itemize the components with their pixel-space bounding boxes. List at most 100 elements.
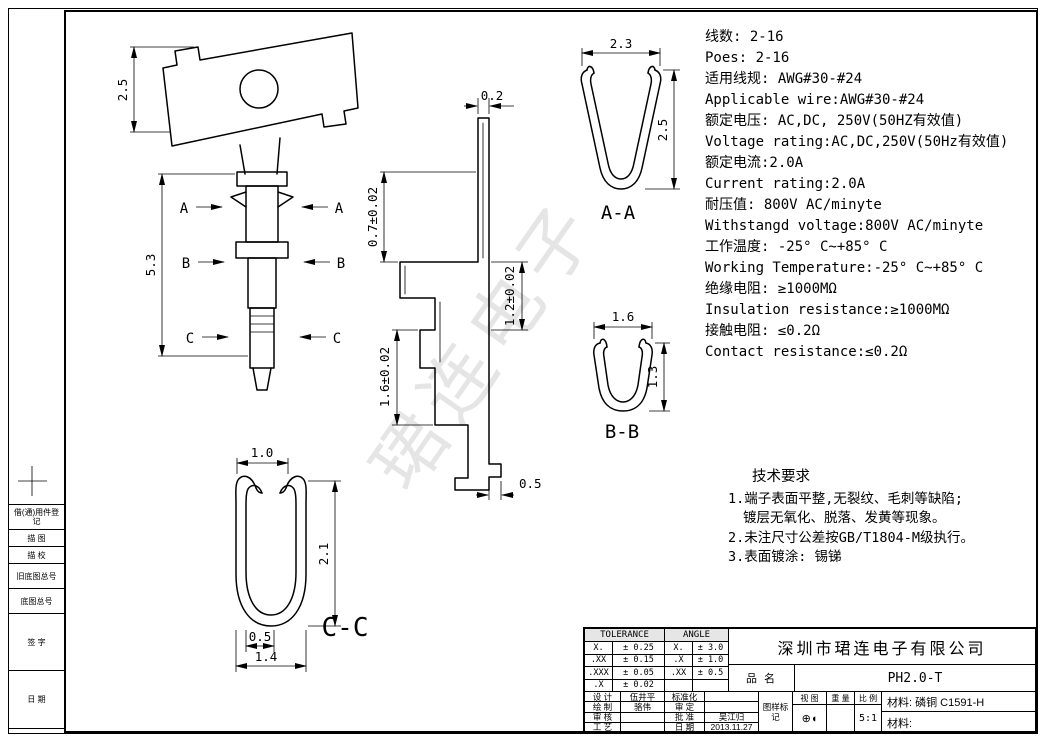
spec-line: Current rating:2.0A	[705, 176, 866, 192]
tolerance-cell: .XXX	[585, 667, 613, 680]
margin-trace-check-label: 描 校	[8, 546, 65, 564]
tolerance-cell: ± 0.02	[613, 679, 665, 692]
section-view-cc	[235, 475, 307, 627]
dim-aa-height	[645, 69, 680, 190]
angle-header: ANGLE	[665, 629, 729, 642]
cut-label-b-right: B	[337, 256, 345, 272]
date-value: 2013.11.27	[705, 722, 759, 733]
review-label: 审 定	[665, 702, 705, 713]
tolerance-cell: .XX	[665, 667, 693, 680]
dim-cc-width-text: 1.0	[251, 445, 274, 460]
left-margin-column: 借(通)用件登记 描 图 描 校 旧底图总号 底图总号 签 字 日 期	[8, 504, 65, 729]
cut-label-c-left: C	[186, 331, 194, 347]
standardize-label: 标准化	[665, 692, 705, 703]
spec-line: 耐压值: 800V AC/minyte	[705, 197, 882, 213]
material-line-1: 材料: 磷铜 C1591-H	[882, 692, 1036, 712]
tech-item: 镀层无氧化、脱落、发黄等现象。	[743, 510, 946, 526]
tech-item: 1.端子表面平整,无裂纹、毛刺等缺陷;	[728, 490, 964, 507]
date-label: 日 期	[665, 722, 705, 733]
spec-line: Insulation resistance:≥1000MΩ	[705, 302, 950, 318]
tech-requirements: 技术要求 1.端子表面平整,无裂纹、毛刺等缺陷; 镀层无氧化、脱落、发黄等现象。…	[728, 468, 1028, 568]
spec-line: Contact resistance:≤0.2Ω	[705, 344, 908, 360]
dim-side-thickness	[464, 98, 514, 114]
spec-line: 线数: 2-16	[705, 29, 784, 45]
cut-label-a-left: A	[180, 201, 189, 217]
section-label-bb: B-B	[605, 421, 639, 443]
tolerance-header: TOLERANCE	[585, 629, 665, 642]
dim-aa-width-text: 2.3	[610, 36, 633, 51]
margin-borrowed-parts-label: 借(通)用件登记	[8, 504, 65, 530]
dim-side-16	[392, 329, 433, 426]
craft-value	[621, 722, 665, 733]
draft-label: 绘 制	[585, 702, 621, 713]
registration-cross	[18, 466, 47, 496]
tolerance-cell	[665, 679, 693, 692]
design-value: 伍井平	[621, 692, 665, 703]
dim-side-12-text: 1.2±0.02	[502, 266, 517, 326]
dim-side-thickness-text: 0.2	[481, 88, 504, 103]
dim-strip-height-text: 2.5	[115, 79, 130, 102]
dim-side-foot	[476, 481, 514, 500]
projection-symbol: ⊕◖	[793, 705, 827, 733]
dim-cc-slot-text: 0.5	[249, 629, 272, 644]
dim-cc-height-text: 2.1	[316, 543, 331, 566]
check-value	[621, 712, 665, 723]
spec-line: Poes: 2-16	[705, 50, 790, 66]
tolerance-table: TOLERANCE ANGLE X. ± 0.25 X. ± 3.0 .XX ±…	[585, 629, 729, 692]
craft-label: 工 艺	[585, 722, 621, 733]
dim-side-foot-text: 0.5	[519, 476, 542, 491]
tech-item: 3.表面镀涂: 锡锑	[728, 549, 842, 565]
draft-value: 骆伟	[621, 702, 665, 713]
tolerance-cell: .X	[585, 679, 613, 692]
cut-label-c-right: C	[333, 331, 341, 347]
spec-line: Voltage rating:AC,DC,250V(50Hz有效值)	[705, 134, 1009, 150]
spec-list: 线数: 2-16 Poes: 2-16 适用线规: AWG#30-#24 App…	[705, 27, 1040, 363]
dim-side-07	[380, 171, 476, 263]
cut-label-b-left: B	[182, 256, 190, 272]
tolerance-cell: X.	[665, 642, 693, 655]
section-label-aa: A-A	[601, 202, 636, 224]
tolerance-cell: .XX	[585, 654, 613, 667]
section-view-bb	[593, 338, 653, 412]
section-view-aa	[580, 65, 662, 190]
tolerance-cell: ± 3.0	[693, 642, 729, 655]
weight-label: 重 量	[827, 692, 855, 705]
margin-date-label: 日 期	[8, 670, 65, 729]
carrier-strip-view	[162, 32, 359, 175]
terminal-side-view	[399, 117, 502, 491]
drawing-mark-label: 图样标记	[759, 692, 793, 733]
tolerance-cell	[693, 679, 729, 692]
sheet-inner-frame	[64, 10, 1038, 733]
spec-line: 绝缘电阻: ≥1000MΩ	[705, 281, 837, 297]
spec-line: 额定电流:2.0A	[705, 155, 804, 171]
tech-item: 2.未注尺寸公差按GB/T1804-M级执行。	[728, 529, 975, 546]
dim-aa-width	[581, 48, 661, 66]
check-label: 审 核	[585, 712, 621, 723]
tolerance-cell: ± 0.15	[613, 654, 665, 667]
tolerance-cell: ± 0.05	[613, 667, 665, 680]
dim-aa-height-text: 2.5	[655, 119, 670, 142]
design-label: 设 计	[585, 692, 621, 703]
product-name-label: 品 名	[729, 665, 795, 692]
spec-line: Withstangd voltage:800V AC/minyte	[705, 218, 984, 234]
tech-requirements-title: 技术要求	[752, 469, 810, 485]
product-name-value: PH2.0-T	[795, 665, 1036, 692]
tolerance-cell: .X	[665, 654, 693, 667]
section-label-cc: C-C	[322, 613, 369, 643]
margin-signature-label: 签 字	[8, 613, 65, 671]
dim-cc-width	[236, 458, 289, 474]
spec-line: Applicable wire:AWG#30-#24	[705, 92, 925, 108]
dim-bb-width-text: 1.6	[612, 309, 635, 324]
company-name: 深圳市珺连电子有限公司	[729, 629, 1036, 665]
spec-line: 适用线规: AWG#30-#24	[705, 71, 863, 87]
dim-cc-slot	[245, 630, 275, 652]
dim-front-height	[158, 173, 248, 357]
scale-value: 5:1	[855, 705, 882, 733]
margin-master-number-label: 底图总号	[8, 588, 65, 614]
dim-front-height-text: 5.3	[143, 254, 158, 277]
tolerance-cell: ± 0.25	[613, 642, 665, 655]
title-block: TOLERANCE ANGLE X. ± 0.25 X. ± 3.0 .XX ±…	[583, 627, 1038, 733]
tolerance-cell: X.	[585, 642, 613, 655]
